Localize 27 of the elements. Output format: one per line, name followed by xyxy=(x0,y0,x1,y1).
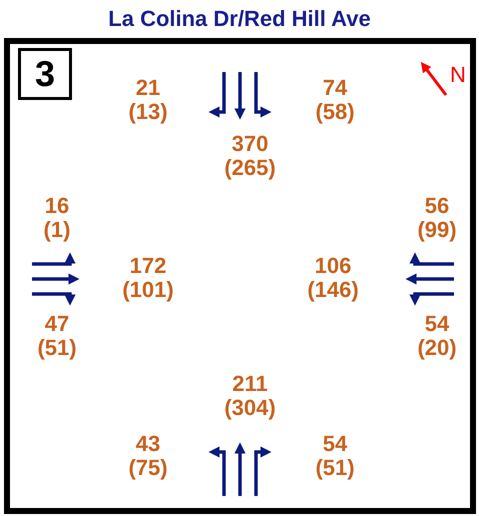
traffic-volume: (304) xyxy=(224,396,276,420)
traffic-volume: 74 xyxy=(322,76,348,100)
traffic-volume: (99) xyxy=(417,218,457,242)
traffic-volume: 43 xyxy=(136,432,160,456)
traffic-volume: 54 xyxy=(424,312,450,336)
traffic-volume: (51) xyxy=(315,456,355,480)
traffic-volume: 21 xyxy=(136,76,160,100)
traffic-volume: 211 xyxy=(232,372,268,396)
traffic-volume: 47 xyxy=(44,312,70,336)
traffic-volume: (58) xyxy=(315,100,355,124)
traffic-volume: 54 xyxy=(322,432,348,456)
north-label: N xyxy=(450,62,466,88)
traffic-volume: 106 xyxy=(314,254,352,278)
traffic-volume: (1) xyxy=(44,218,70,242)
traffic-volume: (146) xyxy=(307,278,359,302)
traffic-volume: (20) xyxy=(417,336,457,360)
traffic-volume: 172 xyxy=(130,254,166,278)
title: La Colina Dr/Red Hill Ave xyxy=(107,6,372,32)
traffic-volume: (101) xyxy=(122,278,174,302)
traffic-volume: (75) xyxy=(128,456,168,480)
intersection-number: 3 xyxy=(18,48,72,100)
traffic-volume: 16 xyxy=(44,194,70,218)
traffic-volume: (51) xyxy=(37,336,77,360)
traffic-volume: 56 xyxy=(424,194,450,218)
traffic-volume: (265) xyxy=(224,156,276,180)
traffic-volume: (13) xyxy=(128,100,168,124)
traffic-volume: 370 xyxy=(232,132,268,156)
